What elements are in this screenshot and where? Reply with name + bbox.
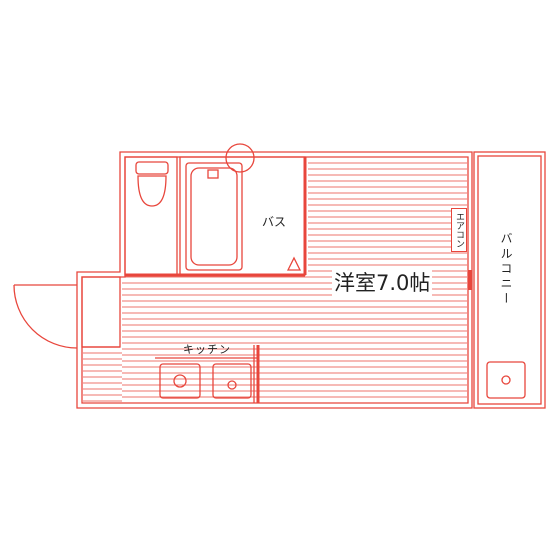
room-label-kitchen: キッチン: [183, 343, 231, 356]
aircon-label: エアコン: [451, 208, 467, 252]
entrance-area: [81, 276, 121, 348]
bathtub: [185, 162, 243, 271]
shower-triangle-icon: [286, 256, 302, 271]
kitchen-sink: [212, 363, 252, 399]
balcony-inner: [477, 155, 542, 405]
outdoor-unit-fan-icon: [501, 375, 511, 385]
balcony-outline: [473, 151, 546, 409]
room-label-bath: バス: [262, 215, 287, 229]
stove-burner: [159, 363, 201, 399]
outer-wall-inner: [81, 156, 469, 404]
entrance-door-swing: [13, 284, 78, 349]
bathtub-inner: [190, 167, 238, 266]
toilet-tank: [135, 161, 169, 175]
room-label-balcony: バルコニー: [499, 232, 513, 307]
toilet-wall: [124, 156, 178, 276]
room-label-western: 洋室7.0帖: [332, 270, 433, 296]
drain-icon: [207, 169, 219, 179]
sink-basin: [225, 143, 255, 173]
sink-drain-icon: [227, 380, 237, 390]
outer-wall: [76, 151, 473, 409]
outdoor-unit: [486, 361, 526, 399]
toilet-bowl: [137, 175, 167, 207]
burner-icon: [173, 374, 187, 388]
